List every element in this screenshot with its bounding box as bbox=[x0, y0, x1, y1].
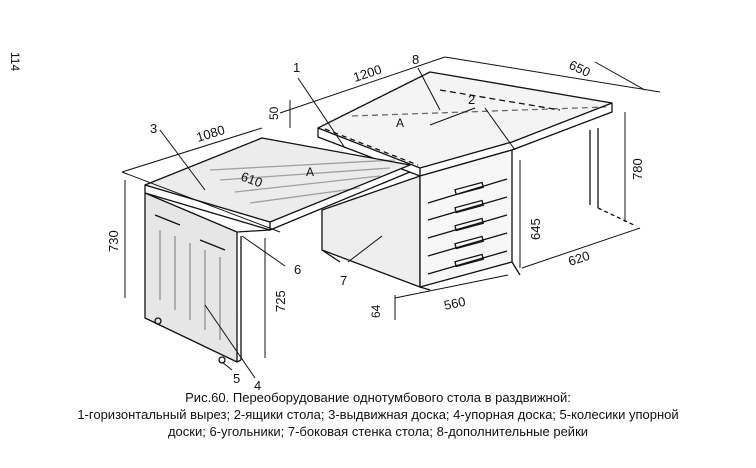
leader-lines bbox=[159, 67, 516, 379]
dim-620: 620 bbox=[566, 248, 591, 269]
desk-leg bbox=[589, 128, 637, 227]
callout-4: 4 bbox=[254, 378, 261, 393]
callout-8: 8 bbox=[412, 52, 419, 67]
caption-legend-line-1: 1-горизонтальный вырез; 2-ящики стола; 3… bbox=[77, 407, 679, 422]
pedestal-cabinet bbox=[321, 149, 521, 291]
callout-7: 7 bbox=[340, 273, 347, 288]
dim-1080: 1080 bbox=[194, 122, 226, 145]
dim-645: 645 bbox=[528, 218, 543, 240]
dim-650: 650 bbox=[567, 57, 593, 80]
caption-legend-line-2: доски; 6-угольники; 7-боковая стенка сто… bbox=[167, 424, 589, 439]
cut-marker-a-board: A bbox=[306, 165, 314, 179]
main-desk-top bbox=[317, 71, 613, 177]
callout-5: 5 bbox=[233, 371, 240, 386]
dim-50: 50 bbox=[267, 106, 281, 120]
callout-2: 2 bbox=[468, 92, 475, 107]
caption-title: Рис.60. Переоборудование однотумбового с… bbox=[185, 390, 571, 405]
dim-610: 610 bbox=[239, 169, 265, 191]
callout-6: 6 bbox=[294, 262, 301, 277]
callout-3: 3 bbox=[150, 121, 157, 136]
dim-780: 780 bbox=[630, 158, 645, 180]
callout-1: 1 bbox=[293, 60, 300, 75]
dim-560: 560 bbox=[443, 294, 467, 313]
figure-caption: Рис.60. Переоборудование однотумбового с… bbox=[0, 389, 756, 440]
support-board bbox=[144, 192, 271, 364]
dim-725: 725 bbox=[273, 290, 288, 312]
cut-marker-a-top: A bbox=[396, 116, 404, 130]
dim-1200: 1200 bbox=[351, 62, 383, 85]
dimension-lines bbox=[121, 56, 661, 358]
dim-64: 64 bbox=[369, 304, 383, 318]
dim-730: 730 bbox=[106, 230, 121, 252]
extension-board bbox=[144, 137, 411, 231]
